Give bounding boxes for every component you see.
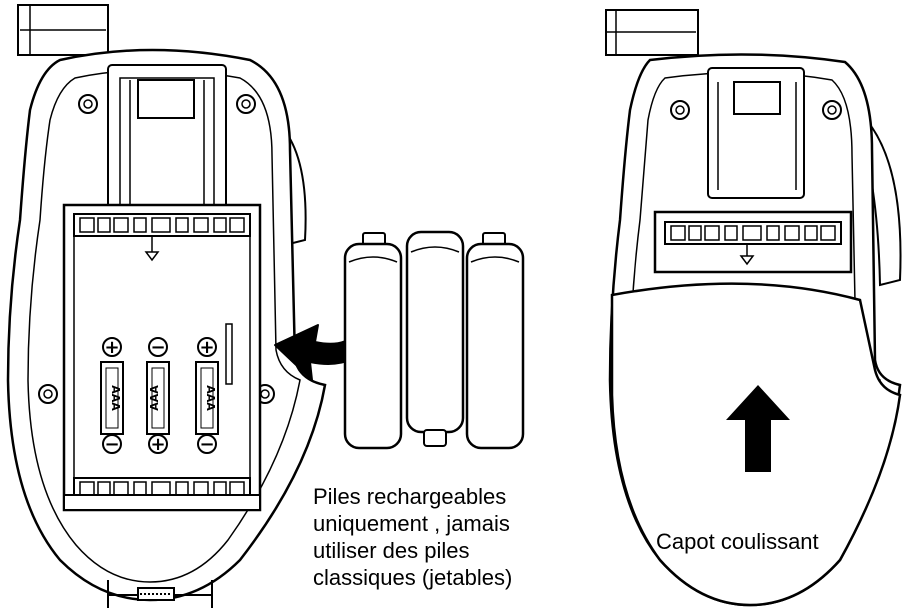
cell-slot-2: [146, 361, 170, 435]
handset-closed: [605, 9, 902, 607]
slide-up-arrow: [726, 385, 790, 472]
cell-label-2: AAA: [148, 385, 161, 411]
battery-2: [405, 230, 465, 447]
cell-label-1: AAA: [109, 385, 122, 411]
polarity-bottom-2: +: [150, 434, 165, 455]
polarity-bottom-1: −: [104, 434, 119, 455]
batteries-caption-line-1: Piles rechargeables: [313, 484, 507, 509]
polarity-markers-right: − + −: [102, 434, 217, 455]
batteries-caption: Piles rechargeables uniquement , jamais …: [313, 483, 512, 591]
battery-1: [343, 232, 403, 450]
cell-slot-3: [195, 361, 219, 435]
battery-3: [465, 232, 525, 450]
cell-label-3: AAA: [204, 385, 217, 411]
polarity-bottom-3: −: [199, 434, 214, 455]
polarity-top-2: −: [150, 337, 165, 358]
polarity-markers-left: + − +: [102, 337, 217, 358]
batteries-caption-line-4: classiques (jetables): [313, 565, 513, 590]
handset-open: + − + − + − AAA AAA AAA: [6, 4, 327, 608]
cover-caption: Capot coulissant: [656, 529, 819, 554]
polarity-top-1: +: [104, 337, 119, 358]
polarity-top-3: +: [199, 337, 214, 358]
batteries-caption-line-2: uniquement , jamais: [313, 511, 510, 536]
batteries-caption-line-3: utiliser des piles: [313, 538, 470, 563]
